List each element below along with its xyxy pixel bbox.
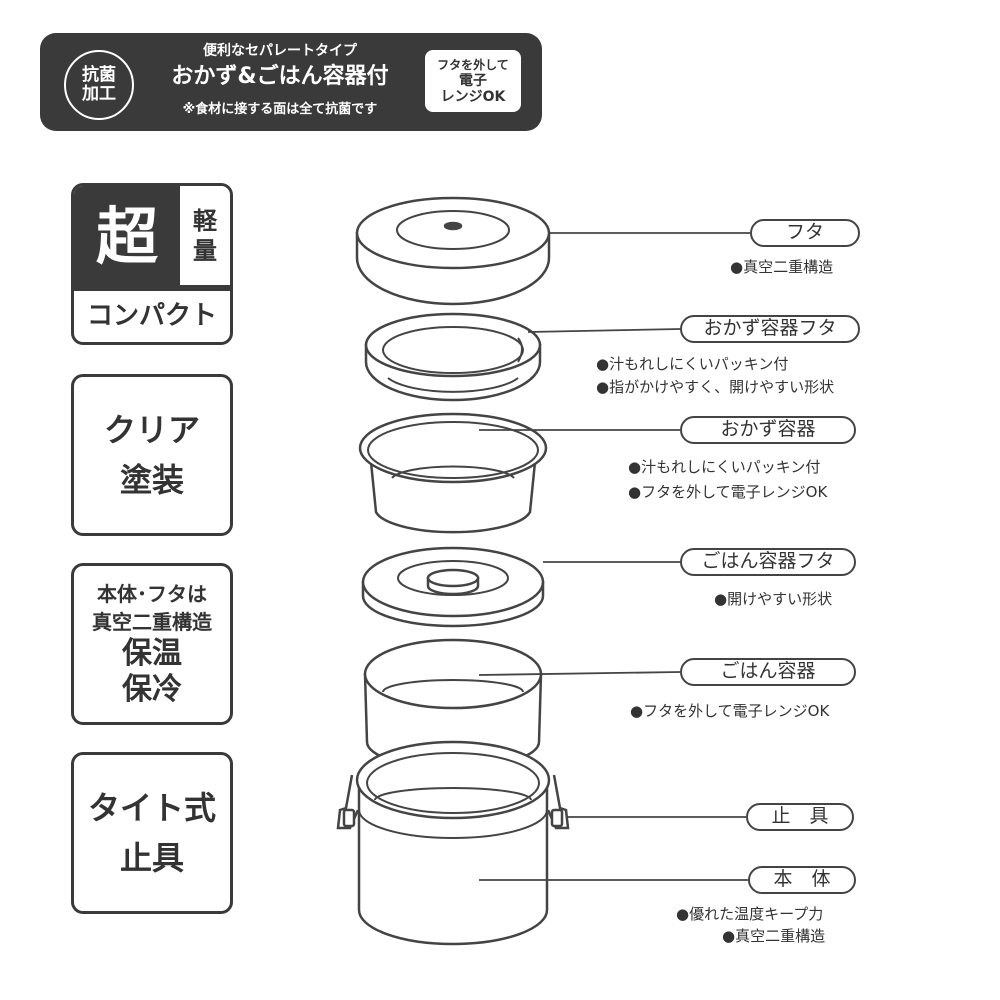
rice-lid-drawing [361,546,545,628]
feature-tight-clasp-line-2: 止具 [119,839,184,877]
label-side-dish-lid: おかず容器フタ [680,315,860,343]
note-main-body-1: ●優れた温度キープ力 [676,905,824,923]
feature-tight-clasp: タイト式 止具 [71,752,233,914]
microwave-line-2: 電子 [459,73,487,89]
label-outer-lid: フタ [750,219,860,247]
banner-subtitle: 便利なセパレートタイプ [203,43,357,59]
antibacterial-badge: 抗菌 加工 [64,50,134,120]
microwave-badge: フタを外して 電子 レンジOK [425,50,521,112]
side-dish-lid-drawing [364,312,542,402]
label-rice-container: ごはん容器 [680,658,856,686]
feature-insulation: 本体･フタは 真空二重構造 保温 保冷 [71,563,233,725]
note-side-dish-lid-1: ●汁もれしにくいパッキン付 [596,355,789,373]
banner-note: ※食材に接する面は全て抗菌です [182,102,378,117]
clasp-right-drawing [546,774,570,830]
feature-clear-coat: クリア 塗装 [71,374,233,536]
note-outer-lid-1: ●真空二重構造 [730,258,834,276]
label-main-body: 本 体 [748,866,856,894]
label-side-dish-container: おかず容器 [680,416,856,444]
badge-line-2: 加工 [82,84,116,104]
note-side-dish-container-2: ●フタを外して電子レンジOK [628,483,828,501]
badge-line-1: 抗菌 [82,65,116,85]
note-main-body-2: ●真空二重構造 [722,927,826,945]
feature-insulation-big-2: 保冷 [122,672,182,707]
note-rice-lid-1: ●開けやすい形状 [714,590,833,608]
feature-clear-coat-line-2: 塗装 [119,461,184,499]
feature-compact-bottom: コンパクト [74,288,230,342]
feature-compact: 超 軽 量 コンパクト [71,183,233,345]
main-body-drawing [355,740,551,946]
clasp-left-drawing [336,774,360,830]
feature-compact-side-2: 量 [193,236,217,265]
feature-compact-big: 超 [74,186,180,288]
label-clasp: 止 具 [746,803,854,831]
feature-compact-side: 軽 量 [180,186,230,288]
feature-insulation-big-1: 保温 [122,636,182,671]
leader-lines [478,232,750,881]
feature-compact-side-1: 軽 [193,206,217,235]
microwave-line-1: フタを外して [437,58,509,72]
outer-lid-drawing [355,196,551,306]
note-side-dish-lid-2: ●指がかけやすく、開けやすい形状 [596,378,835,396]
rice-container-drawing [363,638,543,770]
label-rice-lid: ごはん容器フタ [680,548,856,576]
feature-tight-clasp-line-1: タイト式 [87,789,216,827]
feature-insulation-small-1: 本体･フタは [97,582,207,606]
side-dish-container-drawing [358,412,548,534]
note-rice-container-1: ●フタを外して電子レンジOK [630,702,830,720]
note-side-dish-container-1: ●汁もれしにくいパッキン付 [628,458,821,476]
feature-insulation-small-2: 真空二重構造 [92,610,212,634]
banner-title: おかず&ごはん容器付 [171,64,389,89]
feature-clear-coat-line-1: クリア [103,411,200,449]
microwave-line-3: レンジOK [440,89,506,105]
